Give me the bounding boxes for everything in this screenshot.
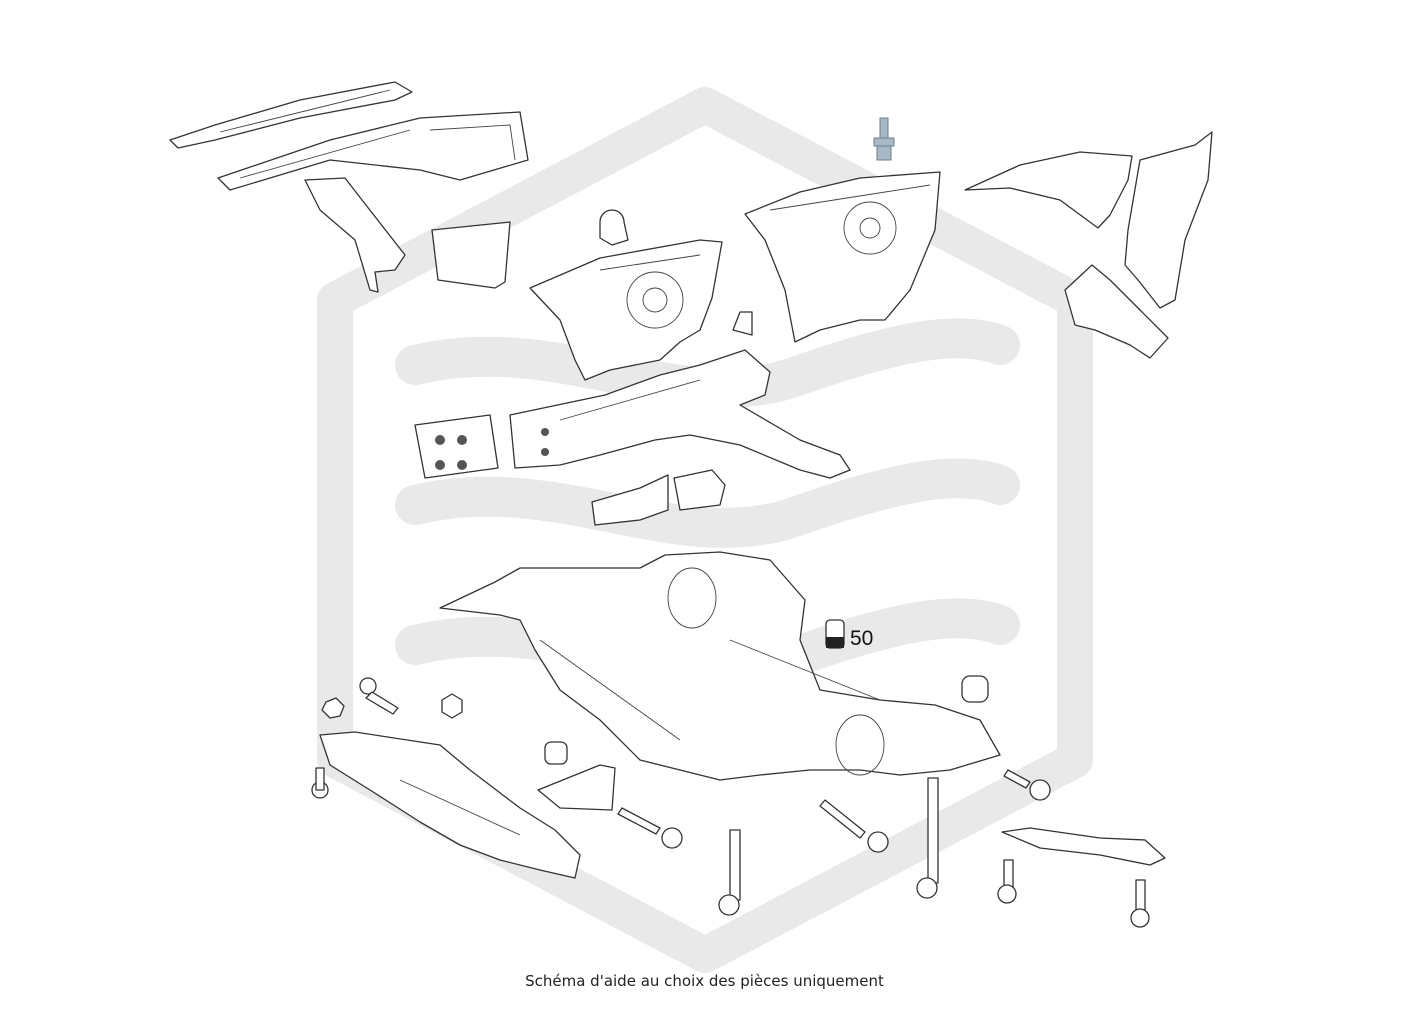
bolt-7[interactable] xyxy=(1003,769,1051,801)
skid-plate-left[interactable] xyxy=(319,731,581,879)
lower-bracket-left[interactable] xyxy=(591,474,669,526)
spacer-2[interactable] xyxy=(961,675,989,703)
bolt-6[interactable] xyxy=(916,777,939,899)
front-subframe[interactable] xyxy=(439,551,1001,781)
nut-1[interactable] xyxy=(321,697,345,719)
bracket-small-lower[interactable] xyxy=(537,764,616,811)
front-panel-left[interactable] xyxy=(529,239,723,381)
spacer-1[interactable] xyxy=(544,741,568,765)
disclaimer-caption: Schéma d'aide au choix des pièces unique… xyxy=(525,972,884,990)
bump-stop-part[interactable] xyxy=(599,209,629,246)
bolt-4[interactable] xyxy=(819,799,889,853)
lower-bracket-right[interactable] xyxy=(673,469,726,511)
bolt-5[interactable] xyxy=(718,829,741,916)
callout-label: 50 xyxy=(850,627,873,650)
wheelhouse-upper-right[interactable] xyxy=(964,151,1133,229)
longitudinal-member-left[interactable] xyxy=(217,111,529,191)
crash-box-left[interactable] xyxy=(414,414,499,479)
bolt-2[interactable] xyxy=(311,767,329,799)
front-panel-right[interactable] xyxy=(744,171,941,343)
bushing-50[interactable]: 50 xyxy=(825,619,873,650)
side-bracket-left[interactable] xyxy=(304,177,406,293)
front-rail-center[interactable] xyxy=(509,349,851,479)
nut-2[interactable] xyxy=(441,693,463,719)
upper-rail-left[interactable] xyxy=(169,81,413,149)
gusset-plate-left[interactable] xyxy=(431,221,511,289)
reinforcement-bar-right[interactable] xyxy=(1001,827,1166,866)
bolt-8[interactable] xyxy=(997,859,1017,904)
bolt-9[interactable] xyxy=(1130,879,1150,928)
wheelhouse-lower-right[interactable] xyxy=(1064,264,1169,359)
small-bracket-center[interactable] xyxy=(732,311,753,336)
wheelhouse-panel-right[interactable] xyxy=(1124,131,1213,309)
bolt-1[interactable] xyxy=(359,677,399,715)
bolt-3[interactable] xyxy=(617,807,683,849)
stud-bolt-highlighted[interactable] xyxy=(873,117,895,161)
